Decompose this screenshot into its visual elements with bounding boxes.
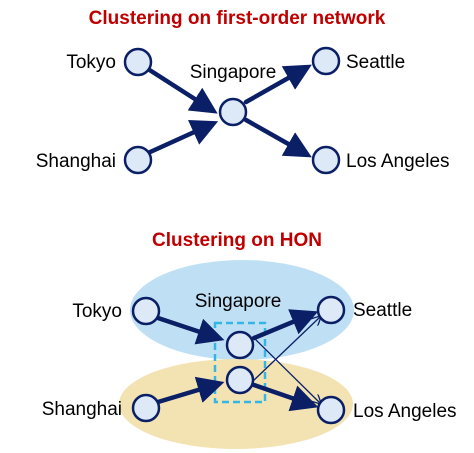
cluster-bottom-ellipse [119, 359, 353, 449]
label-los-angeles-hon: Los Angeles [353, 401, 457, 422]
node-singapore-hon-lower [225, 365, 255, 395]
singapore-higher-order-box [213, 321, 267, 404]
node-los-angeles-hon [316, 395, 346, 425]
node-los-angeles [311, 145, 341, 175]
label-seattle-hon: Seattle [353, 300, 412, 321]
edge-tokyo-singapore-hon [155, 315, 225, 345]
label-tokyo-hon: Tokyo [72, 301, 122, 322]
node-seattle [311, 46, 341, 76]
node-tokyo-hon [131, 296, 161, 326]
first-order-network-title: Clustering on first-order network [88, 8, 386, 29]
cluster-top-ellipse [130, 260, 354, 360]
label-seattle: Seattle [346, 52, 405, 73]
label-singapore-hon: Singapore [195, 291, 282, 312]
edge-shanghai-singapore-hon [155, 376, 225, 405]
edge-singapore-seattle-hon [251, 309, 319, 341]
label-singapore: Singapore [190, 62, 277, 83]
label-tokyo: Tokyo [66, 52, 116, 73]
node-tokyo [123, 47, 153, 77]
label-los-angeles: Los Angeles [346, 151, 450, 172]
label-shanghai-hon: Shanghai [42, 399, 122, 420]
hon-network: Tokyo Shanghai Singapore Seattle Los Ang… [42, 260, 457, 449]
node-shanghai-hon [131, 393, 161, 423]
node-seattle-hon [316, 295, 346, 325]
label-shanghai: Shanghai [36, 151, 116, 172]
hon-title: Clustering on HON [152, 230, 322, 251]
edge-singapore-los-angeles [243, 117, 312, 158]
edge-singapore-seattle-thin [252, 317, 320, 382]
node-singapore [218, 97, 248, 127]
edge-shanghai-singapore [145, 120, 219, 156]
edge-singapore-los-angeles-thin [252, 336, 320, 403]
edge-singapore-los-angeles-hon [251, 382, 319, 412]
first-order-network: Tokyo Shanghai Singapore Seattle Los Ang… [36, 46, 450, 175]
node-singapore-hon-upper [225, 330, 255, 360]
edge-tokyo-singapore [145, 66, 218, 114]
edge-singapore-seattle [243, 64, 312, 105]
node-shanghai [123, 145, 153, 175]
